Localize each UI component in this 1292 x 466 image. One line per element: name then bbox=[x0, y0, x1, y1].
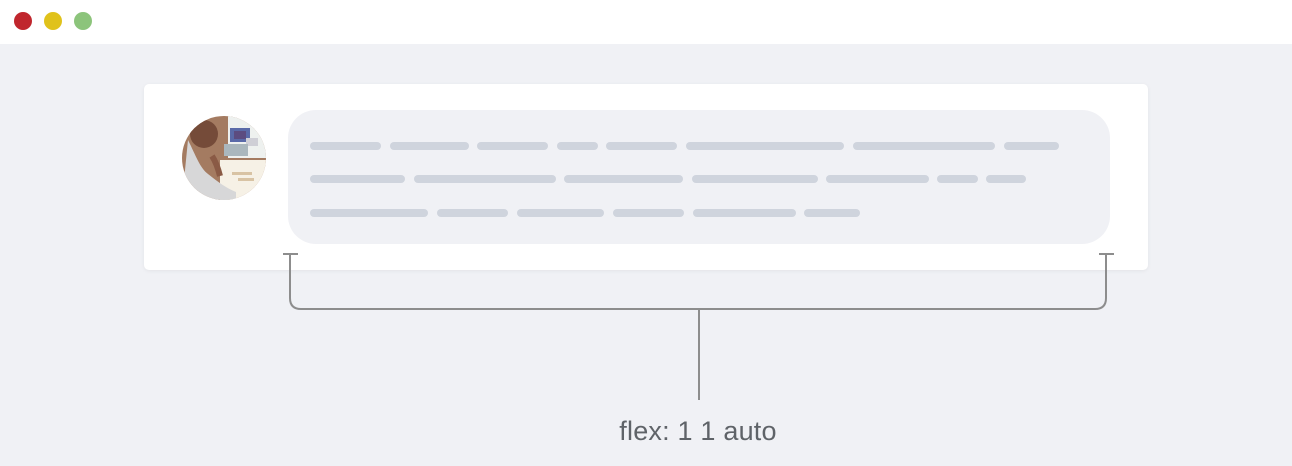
text-placeholder-line bbox=[1004, 142, 1059, 150]
text-placeholder-line bbox=[686, 142, 844, 150]
flex-annotation-label: flex: 1 1 auto bbox=[619, 416, 777, 446]
text-placeholder-line bbox=[437, 209, 508, 217]
text-placeholder-line bbox=[606, 142, 677, 150]
close-window-icon[interactable] bbox=[14, 12, 32, 30]
window-titlebar bbox=[0, 0, 1292, 44]
text-placeholder-line bbox=[986, 175, 1026, 183]
text-placeholder-line bbox=[826, 175, 929, 183]
minimize-window-icon[interactable] bbox=[44, 12, 62, 30]
text-placeholder-line bbox=[692, 175, 818, 183]
maximize-window-icon[interactable] bbox=[74, 12, 92, 30]
text-placeholder-line bbox=[613, 209, 684, 217]
text-placeholder-line bbox=[310, 209, 428, 217]
avatar bbox=[182, 116, 266, 200]
text-placeholder-line bbox=[414, 175, 556, 183]
text-placeholder-line bbox=[557, 142, 598, 150]
comment-card bbox=[144, 84, 1148, 270]
text-placeholder-line bbox=[693, 209, 796, 217]
text-placeholder-line bbox=[517, 209, 604, 217]
text-placeholder-line bbox=[804, 209, 860, 217]
text-placeholder-line bbox=[853, 142, 995, 150]
text-placeholder-line bbox=[937, 175, 978, 183]
text-placeholder-line bbox=[310, 175, 405, 183]
comment-bubble bbox=[288, 110, 1110, 244]
text-placeholder-line bbox=[390, 142, 469, 150]
text-placeholder-line bbox=[564, 175, 683, 183]
text-placeholder-line bbox=[310, 142, 381, 150]
text-placeholder-line bbox=[477, 142, 548, 150]
